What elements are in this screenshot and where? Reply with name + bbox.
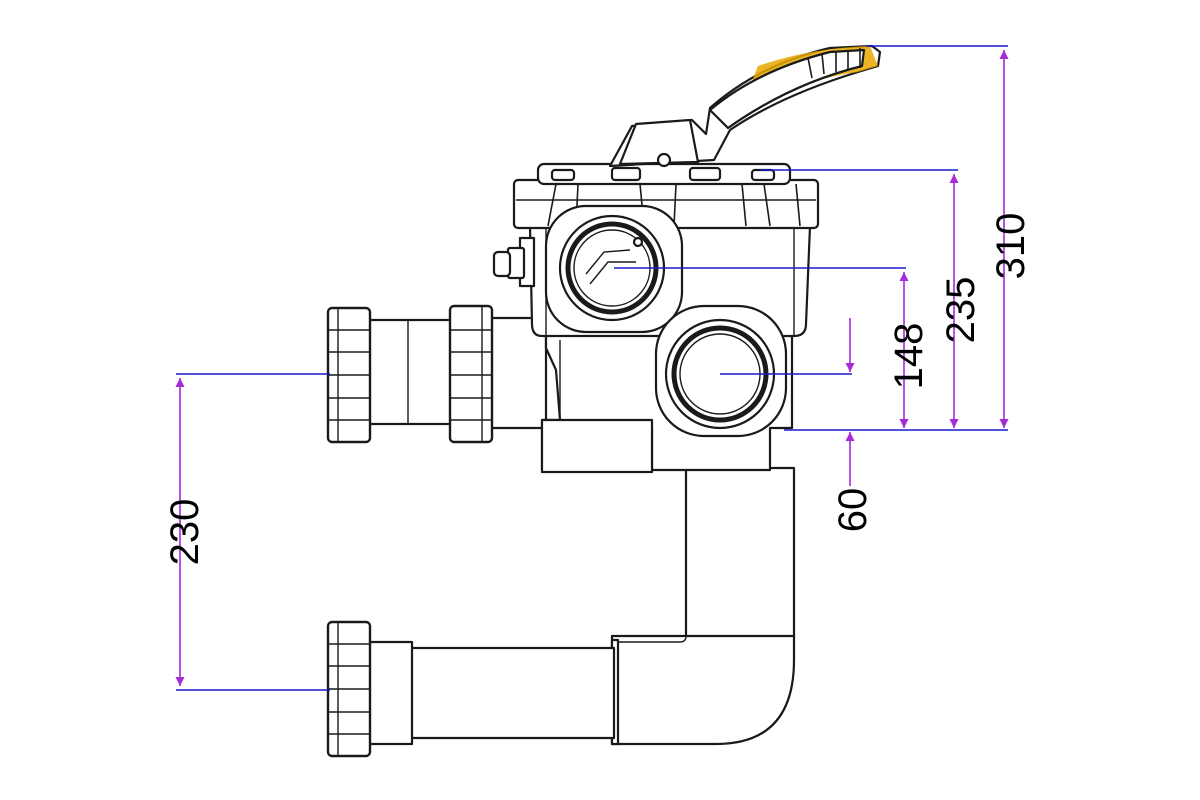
bypass-elbow-pipe bbox=[366, 466, 796, 746]
multiport-valve bbox=[326, 44, 882, 758]
gauge-port bbox=[492, 246, 526, 280]
dim-label-235: 235 bbox=[939, 277, 983, 344]
front-port bbox=[654, 304, 788, 438]
valve-handle bbox=[608, 44, 882, 168]
dim-label-230: 230 bbox=[163, 499, 207, 566]
union-nut-upper-right bbox=[448, 304, 494, 444]
union-nut-upper-left bbox=[326, 306, 372, 444]
dim-label-310: 310 bbox=[989, 213, 1033, 280]
upper-port bbox=[544, 204, 684, 334]
dimension-annotations bbox=[175, 45, 1009, 691]
union-nut-lower bbox=[326, 620, 372, 758]
dim-label-148: 148 bbox=[887, 323, 931, 390]
dim-label-60: 60 bbox=[831, 488, 875, 533]
